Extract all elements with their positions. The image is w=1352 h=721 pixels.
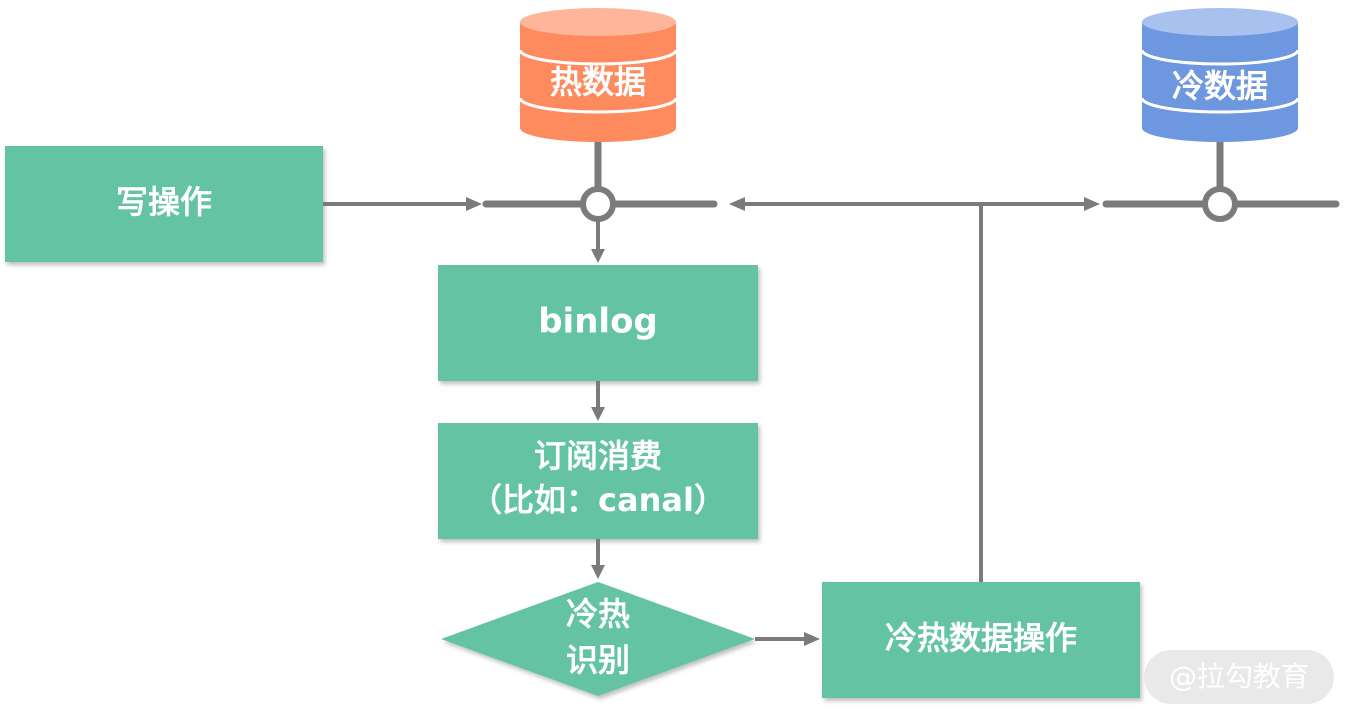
watermark: @拉勾教育 <box>1144 650 1334 704</box>
identify-label-line1: 冷热 <box>566 595 630 633</box>
subscribe-label-line1: 订阅消费 <box>534 437 662 475</box>
arrowhead <box>466 197 482 211</box>
hot-cold-operation-label: 冷热数据操作 <box>885 619 1077 657</box>
cold-database-label: 冷数据 <box>1172 67 1268 105</box>
cold-data-junction <box>1202 186 1238 222</box>
write-operation-node: 写操作 <box>5 146 323 262</box>
write-operation-label: 写操作 <box>116 183 212 221</box>
cold-database: 冷数据 <box>1140 8 1300 142</box>
hot-database: 热数据 <box>518 8 678 142</box>
arrowhead <box>804 632 820 646</box>
arrowhead <box>591 565 605 579</box>
hot-database-label: 热数据 <box>550 63 646 101</box>
hot-cold-data-operation-node: 冷热数据操作 <box>822 582 1140 698</box>
arrowhead <box>591 407 605 421</box>
binlog-label: binlog <box>538 302 658 342</box>
arrowhead <box>729 197 745 211</box>
subscribe-label-line2: （比如：canal） <box>470 481 726 519</box>
hot-cold-identify-decision: 冷热 识别 <box>441 582 755 696</box>
identify-label-line2: 识别 <box>566 641 630 679</box>
arrowhead <box>1084 197 1100 211</box>
subscribe-consume-node: 订阅消费 （比如：canal） <box>438 423 758 539</box>
binlog-node: binlog <box>438 265 758 381</box>
watermark-text: @拉勾教育 <box>1169 660 1309 693</box>
arrowhead <box>591 249 605 263</box>
hot-data-junction <box>580 186 616 222</box>
